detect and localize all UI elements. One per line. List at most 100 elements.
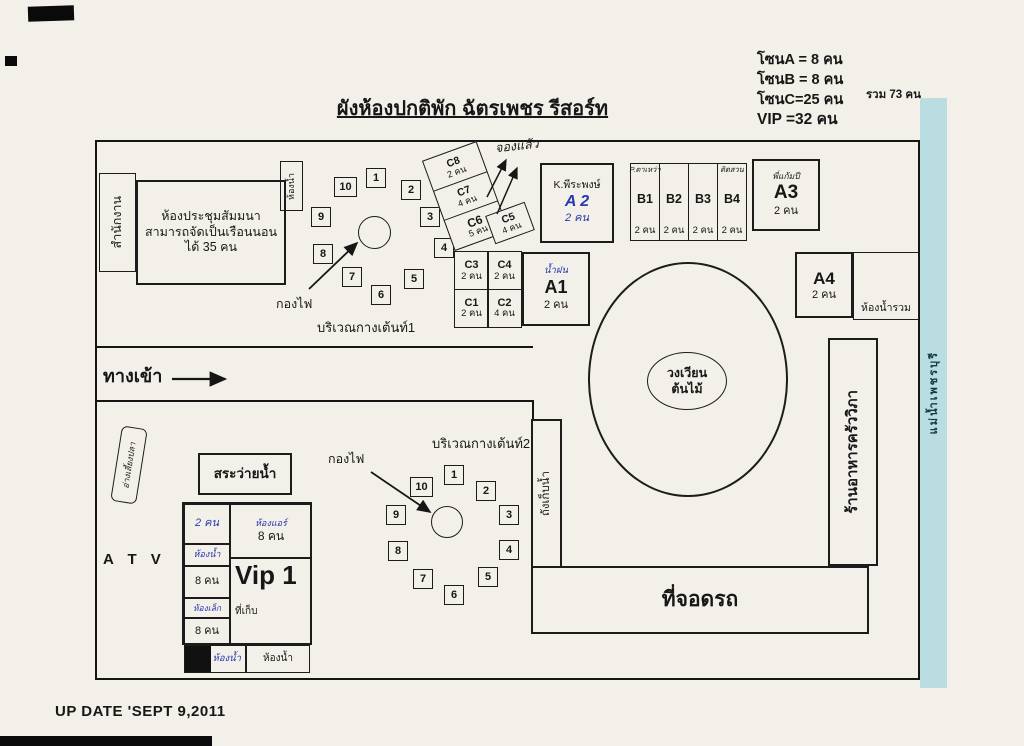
tent2-campfire-label: กองไฟ: [328, 452, 365, 466]
room-c3-count: 2 คน: [461, 270, 482, 282]
vip-room-8p-left-label: 8 คน: [194, 575, 220, 588]
room-c4-name: C4: [497, 259, 512, 272]
room-b3: B3 2 คน: [688, 163, 718, 241]
scan-artifact-top-left: [27, 5, 75, 22]
update-date: UP DATE 'SEPT 9,2011: [55, 703, 226, 720]
room-c2-name: C2: [497, 296, 512, 309]
roundabout-line1: วงเวียน: [666, 365, 708, 380]
atv-label: A T V: [103, 551, 166, 568]
tent1-spot-10: 10: [334, 177, 357, 197]
room-c3: C3 2 คน: [454, 251, 489, 291]
room-a4: A4 2 คน: [795, 252, 853, 318]
swimming-pool: สระว่ายน้ำ: [198, 453, 292, 495]
room-a3-name: A3: [773, 181, 799, 203]
vip-room-8p-right-label: 8 คน: [257, 529, 285, 544]
room-c4-count: 2 คน: [494, 270, 515, 282]
vip-room-8p-left: 8 คน: [184, 566, 230, 598]
vip-room-8p-bottom: 8 คน: [184, 618, 230, 645]
tent2-spot-3: 3: [499, 505, 519, 525]
water-tank: ถังเก็บน้ำ: [531, 419, 562, 569]
room-b2-count: 2 คน: [663, 225, 685, 236]
tent1-firepit-circle: [358, 216, 391, 249]
room-c1-count: 2 คน: [461, 308, 482, 320]
room-a3: พี่แก้มปี A3 2 คน: [752, 159, 820, 231]
legend-zone-c: โซนC=25 คน: [757, 92, 844, 108]
room-a3-note: พี่แก้มปี: [772, 170, 800, 181]
vip-room-8p-right-note: ห้องแอร์: [255, 517, 287, 528]
tent2-spot-8: 8: [388, 541, 408, 561]
room-a2-note: K.พีระพงษ์: [553, 179, 601, 192]
room-c2: C2 4 คน: [487, 288, 522, 328]
vip-room-8p-bottom-label: 8 คน: [194, 624, 220, 637]
water-tank-label: ถังเก็บน้ำ: [540, 471, 553, 517]
tent2-spot-5: 5: [478, 567, 498, 587]
map-outer-border: [95, 140, 920, 680]
vip-room-8p-right: ห้องแอร์ 8 คน: [230, 504, 312, 558]
toilet-small-room: ห้องน้ำ: [280, 161, 303, 211]
room-b2-name: B2: [666, 191, 682, 206]
room-a1-count: 2 คน: [543, 298, 569, 311]
tent1-campfire-label: กองไฟ: [276, 297, 313, 311]
tent2-spot-1: 1: [444, 465, 464, 485]
fish-pond-label: อ่างเลี้ยงปลา: [120, 441, 138, 489]
meeting-room-line1: ห้องประชุมสัมมนา: [161, 209, 261, 224]
room-c1: C1 2 คน: [454, 288, 489, 328]
toilet-small-label: ห้องน้ำ: [285, 172, 296, 200]
roundabout-ellipse: [588, 262, 788, 497]
room-a1-name: A1: [544, 277, 568, 298]
office-room: สำนักงาน: [99, 173, 136, 272]
vip-storage-label: ที่เก็บ: [235, 605, 258, 617]
tent1-spot-1: 1: [366, 168, 386, 188]
restaurant-building: ร้านอาหารครัววิภา: [828, 338, 878, 566]
meeting-room-line3: ได้ 35 คน: [184, 240, 238, 255]
vip-small-room: ห้องเล็ก: [184, 598, 230, 618]
vip-toilet-2: ห้องน้ำ: [184, 645, 246, 673]
road-line-bottom: [97, 400, 533, 402]
river-strip: แม่น้ำเพชรบุรี: [920, 98, 947, 688]
tent2-spot-9: 9: [386, 505, 406, 525]
room-b4: ติดสวน B4 2 คน: [717, 163, 747, 241]
tent1-spot-2: 2: [401, 180, 421, 200]
vip-toilet-2-label: ห้องน้ำ: [212, 653, 241, 665]
room-a4-count: 2 คน: [811, 288, 837, 301]
entrance-label: ทางเข้า: [103, 366, 163, 386]
meeting-room: ห้องประชุมสัมมนา สามารถจัดเป็นเรือนนอน ไ…: [136, 180, 286, 285]
tent1-spot-3: 3: [420, 207, 440, 227]
legend-zone-a: โซนA = 8 คน: [757, 52, 843, 68]
tent1-spot-5: 5: [404, 269, 424, 289]
office-label: สำนักงาน: [109, 196, 124, 249]
room-b4-name: B4: [724, 191, 740, 206]
vip-room-2p-label: 2 คน: [194, 517, 220, 530]
room-a1: น้ำฝน A1 2 คน: [522, 252, 590, 326]
restaurant-label: ร้านอาหารครัววิภา: [843, 390, 861, 514]
shared-toilet-label: ห้องน้ำรวม: [861, 301, 911, 314]
room-b3-count: 2 คน: [692, 225, 714, 236]
room-b1-count: 2 คน: [634, 225, 656, 236]
page-title: ผังห้องปกติพัก ฉัตรเพชร รีสอร์ท: [336, 98, 609, 120]
room-b1-name: B1: [637, 191, 653, 206]
tent2-spot-7: 7: [413, 569, 433, 589]
tent1-area-label: บริเวณกางเต้นท์1: [317, 320, 416, 335]
room-c4: C4 2 คน: [487, 251, 522, 291]
c-block: C3 2 คน C4 2 คน C1 2 คน C2 4 คน: [454, 251, 522, 328]
room-b3-name: B3: [695, 191, 711, 206]
vip-room-2p: 2 คน: [184, 504, 230, 544]
tent1-spot-9: 9: [311, 207, 331, 227]
scan-fill-artifact: [185, 646, 211, 672]
room-a2-count: 2 คน: [564, 211, 590, 224]
room-a4-name: A4: [813, 268, 835, 288]
vip-main-room-name: Vip 1: [235, 560, 297, 590]
room-a3-count: 2 คน: [773, 204, 799, 217]
tent2-spot-6: 6: [444, 585, 464, 605]
tent1-spot-6: 6: [371, 285, 391, 305]
swimming-pool-label: สระว่ายน้ำ: [213, 465, 277, 481]
room-b4-note: ติดสวน: [720, 165, 744, 174]
shared-toilet-room: ห้องน้ำรวม: [853, 252, 919, 320]
room-a2-name: A 2: [564, 192, 590, 210]
room-b4-count: 2 คน: [721, 225, 743, 236]
vip-small-room-label: ห้องเล็ก: [192, 602, 222, 613]
vip-main-room: Vip 1 ที่เก็บ: [230, 558, 312, 645]
meeting-room-line2: สามารถจัดเป็นเรือนนอน: [144, 224, 278, 239]
legend: โซนA = 8 คน โซนB = 8 คน โซนC=25 คน VIP =…: [757, 50, 843, 130]
